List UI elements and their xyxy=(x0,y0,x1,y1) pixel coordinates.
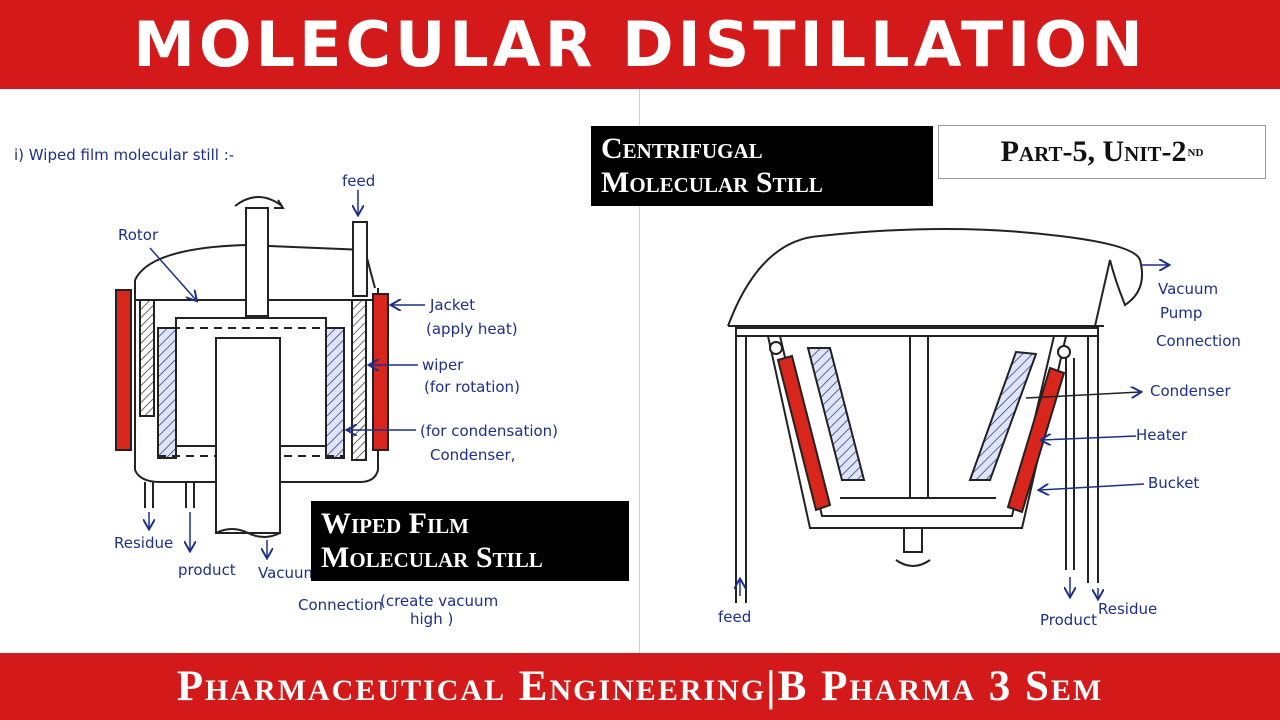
label-connection: Connection xyxy=(298,596,383,614)
label-feed: feed xyxy=(342,172,375,190)
wiped-film-caption-line2: Molecular Still xyxy=(321,541,543,574)
wiped-film-caption-line1: Wiped Film xyxy=(321,507,469,540)
wiped-film-diagram: i) Wiped film molecular still :- xyxy=(14,146,558,628)
label-wiper-note: (for rotation) xyxy=(424,378,520,396)
footer-banner: Pharmaceutical Engineering|B Pharma 3 Se… xyxy=(0,653,1280,720)
label-product-right: Product xyxy=(1040,611,1097,629)
label-heater: Heater xyxy=(1136,426,1188,444)
footer-title: Pharmaceutical Engineering|B Pharma 3 Se… xyxy=(176,663,1104,710)
centrifugal-caption-line2: Molecular Still xyxy=(601,166,823,199)
label-connection-right: Connection xyxy=(1156,332,1241,350)
wiped-film-caption: Wiped Film Molecular Still xyxy=(311,501,629,581)
part-unit-superscript: nd xyxy=(1187,143,1204,160)
centrifugal-caption-line1: Centrifugal xyxy=(601,132,763,165)
page-title: MOLECULAR DISTILLATION xyxy=(133,8,1147,81)
label-connection-note1: (create vacuum xyxy=(380,592,498,610)
label-pump: Pump xyxy=(1160,304,1202,322)
label-product: product xyxy=(178,561,236,579)
part-unit-text: Part-5, Unit-2 xyxy=(1000,135,1187,168)
centrifugal-diagram: Vacuum Pump Connection Condenser Heater … xyxy=(718,228,1241,629)
label-residue: Residue xyxy=(114,534,173,552)
panel-divider xyxy=(639,89,640,653)
label-condenser: Condenser, xyxy=(430,446,515,464)
label-vacuum-right: Vacuum xyxy=(1158,280,1218,298)
label-condenser-right: Condenser xyxy=(1150,382,1231,400)
label-residue-right: Residue xyxy=(1098,600,1157,618)
label-jacket: Jacket xyxy=(429,296,475,314)
label-vacuum: Vacuum xyxy=(258,564,318,582)
centrifugal-caption: Centrifugal Molecular Still xyxy=(591,126,933,206)
title-banner: MOLECULAR DISTILLATION xyxy=(0,0,1280,89)
label-rotor: Rotor xyxy=(118,226,159,244)
label-feed-right: feed xyxy=(718,608,751,626)
label-connection-note2: high ) xyxy=(410,610,453,628)
label-condenser-note: (for condensation) xyxy=(420,422,558,440)
label-wiper: wiper xyxy=(422,356,464,374)
label-bucket: Bucket xyxy=(1148,474,1199,492)
label-jacket-note: (apply heat) xyxy=(426,320,518,338)
left-heading: i) Wiped film molecular still :- xyxy=(14,146,234,164)
